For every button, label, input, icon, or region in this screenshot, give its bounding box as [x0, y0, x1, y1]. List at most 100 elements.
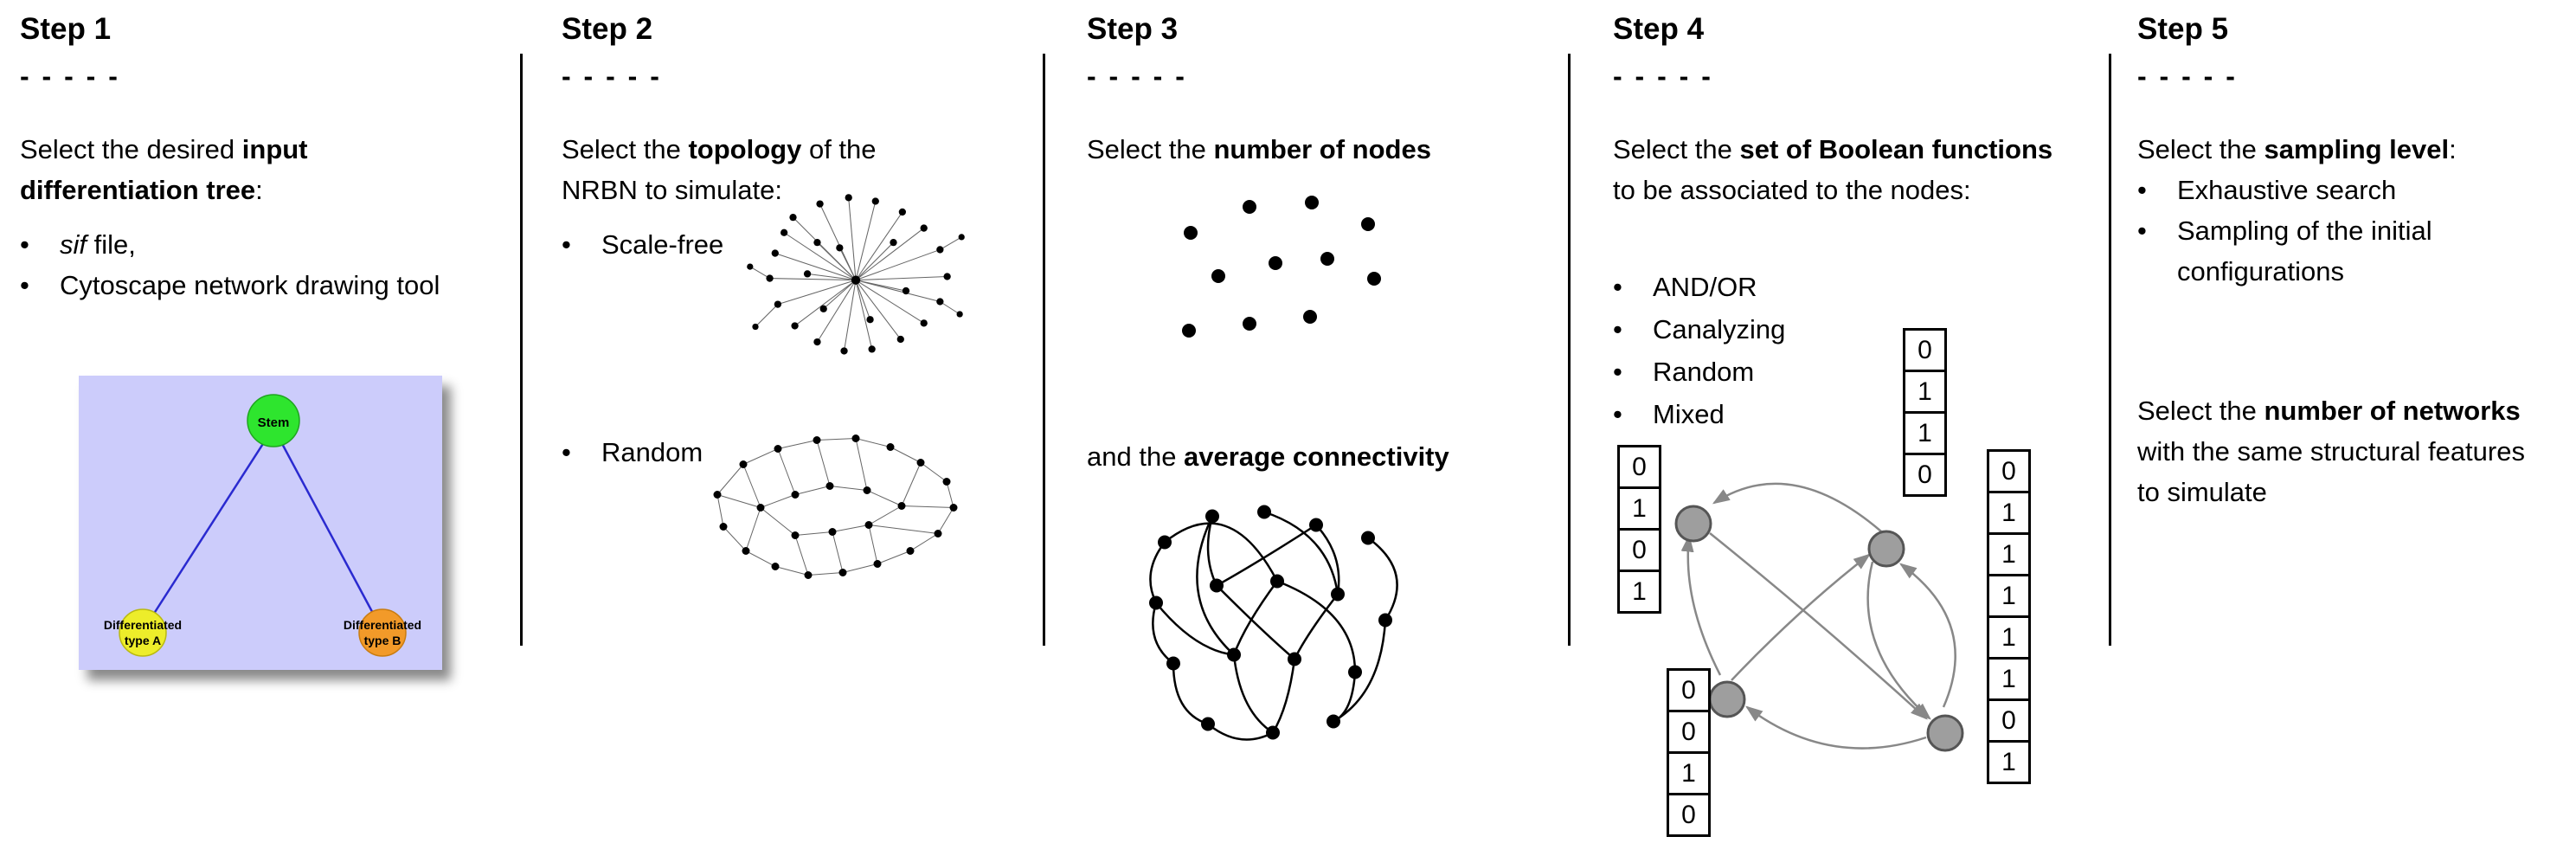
differentiation-tree-figure: Stem Differentiated type A Differentiate…: [79, 376, 442, 670]
bullet-cytoscape: • Cytoscape network drawing tool: [20, 265, 479, 306]
type-a-node: [119, 608, 167, 657]
differentiation-tree-svg: Stem Differentiated type A Differentiate…: [104, 394, 421, 657]
step-1-intro-pre: Select the desired: [20, 134, 242, 164]
random-edges: [716, 438, 954, 576]
step-5-second: Select the number of networks with the s…: [2137, 390, 2544, 512]
canalyzing-text: Canalyzing: [1653, 314, 1786, 344]
step-5-column: Step 5 - - - - - Select the sampling lev…: [2137, 12, 2570, 507]
step-2-title: Step 2: [562, 12, 653, 46]
step-4-intro-bold: set of Boolean functions: [1739, 134, 2053, 164]
step-4-dashes: - - - - -: [1613, 61, 1713, 92]
step-1-intro-post: :: [255, 175, 263, 205]
truth-table-top: 0 1 1 0: [1903, 328, 1947, 497]
step-5-title: Step 5: [2137, 12, 2229, 46]
bullet-and-or: • AND/OR: [1613, 266, 1890, 308]
step-3-intro-bold: number of nodes: [1213, 134, 1431, 164]
type-b-label-line2: type B: [364, 634, 401, 647]
boolean-network-figure: [1674, 482, 1964, 752]
boolean-node-b: [1867, 530, 1905, 568]
step-1-intro: Select the desired input differentiation…: [20, 129, 479, 210]
step-2-column: Step 2 - - - - - Select the topology of …: [562, 12, 1033, 579]
connectivity-edges: [1149, 511, 1398, 741]
bullet-icon: •: [1613, 314, 1622, 344]
bullet-sampling: • Sampling of the initial configurations: [2137, 210, 2570, 292]
step-5-intro: Select the sampling level:: [2137, 129, 2570, 170]
nodes-figure: [1182, 196, 1381, 338]
step-3-dashes: - - - - -: [1087, 61, 1187, 92]
step-1-dashes: - - - - -: [20, 61, 120, 92]
sif-italic: sif: [60, 229, 87, 260]
tree-edges: [141, 427, 384, 632]
boolean-node-d: [1926, 714, 1964, 752]
boolean-edges: [1680, 482, 1956, 750]
random-fn-text: Random: [1653, 357, 1755, 387]
step-5-intro-bold: sampling level: [2264, 134, 2450, 164]
truth-table-right: 0 1 1 1 1 1 0 1: [1987, 449, 2031, 784]
truth-table-left: 0 1 0 1: [1617, 445, 1661, 614]
scale-free-text: Scale-free: [601, 229, 724, 260]
step-1-bullets: • sif file, • Cytoscape network drawing …: [20, 224, 479, 306]
bullet-icon: •: [562, 229, 571, 260]
type-b-node: [358, 608, 407, 657]
step-1-column: Step 1 - - - - - Select the desired inpu…: [20, 12, 509, 670]
truth-cell: 0: [1667, 710, 1711, 754]
step-4-intro: Select the set of Boolean functions to b…: [1613, 129, 2063, 210]
sif-rest: file,: [87, 229, 136, 260]
step-1-title: Step 1: [20, 12, 112, 46]
step-5-second-bold: number of networks: [2264, 396, 2521, 426]
truth-cell: 0: [1987, 698, 2031, 743]
bullet-mixed: • Mixed: [1613, 393, 1890, 435]
mixed-text: Mixed: [1653, 399, 1725, 429]
random-network-figure: [713, 434, 958, 579]
truth-cell: 1: [1617, 570, 1661, 614]
type-b-label-line1: Differentiated: [344, 618, 421, 632]
truth-cell: 1: [1617, 486, 1661, 531]
step-3-column: Step 3 - - - - - Select the number of no…: [1087, 12, 1571, 741]
bullet-icon: •: [2137, 216, 2147, 246]
step-5-intro-pre: Select the: [2137, 134, 2264, 164]
step-2-intro: Select the topology of the NRBN to simul…: [562, 129, 951, 210]
bullet-sif-file: • sif file,: [20, 224, 479, 265]
truth-cell: 0: [1903, 328, 1947, 372]
bullet-random: • Random: [562, 432, 821, 473]
bullet-canalyzing: • Canalyzing: [1613, 308, 1890, 351]
truth-cell: 1: [1987, 532, 2031, 576]
truth-cell: 1: [1667, 751, 1711, 795]
boolean-node-c: [1708, 680, 1746, 718]
scale-free-edges: [749, 197, 962, 351]
step-5-second-pre: Select the: [2137, 396, 2264, 426]
random-nodes: [713, 434, 958, 579]
bullet-icon: •: [1613, 399, 1622, 429]
step-2-dashes: - - - - -: [562, 61, 662, 92]
step-4-title: Step 4: [1613, 12, 1705, 46]
step-5-intro-post: :: [2449, 134, 2457, 164]
bullet-icon: •: [20, 229, 29, 260]
step-5-second-post: with the same structural features to sim…: [2137, 436, 2525, 507]
divider-1: [520, 54, 523, 646]
bullet-icon: •: [1613, 357, 1622, 387]
type-a-label-line2: type A: [125, 634, 161, 647]
truth-cell: 0: [1667, 793, 1711, 837]
truth-cell: 0: [1617, 445, 1661, 489]
truth-table-bottom-left: 0 0 1 0: [1667, 668, 1711, 837]
boolean-node-a: [1674, 505, 1712, 543]
connectivity-network-figure: [1149, 505, 1398, 741]
step-3-intro: Select the number of nodes: [1087, 129, 1571, 170]
bullet-icon: •: [562, 437, 571, 467]
step-2-intro-pre: Select the: [562, 134, 689, 164]
truth-cell: 0: [1987, 449, 2031, 493]
stem-node: [247, 394, 300, 447]
truth-cell: 0: [1667, 668, 1711, 712]
truth-cell: 0: [1903, 453, 1947, 497]
step-5-dashes: - - - - -: [2137, 61, 2238, 92]
scattered-nodes: [1182, 196, 1381, 338]
bullet-exhaustive: • Exhaustive search: [2137, 170, 2570, 210]
type-a-label-line1: Differentiated: [104, 618, 182, 632]
step-4-column: Step 4 - - - - - Select the set of Boole…: [1613, 12, 2102, 837]
step-4-intro-post: to be associated to the nodes:: [1613, 175, 1971, 205]
step-1-intro-bold: input differentiation tree: [20, 134, 308, 205]
truth-cell: 1: [1903, 370, 1947, 414]
divider-4: [2109, 54, 2111, 646]
random-text: Random: [601, 437, 703, 467]
truth-cell: 1: [1903, 411, 1947, 455]
